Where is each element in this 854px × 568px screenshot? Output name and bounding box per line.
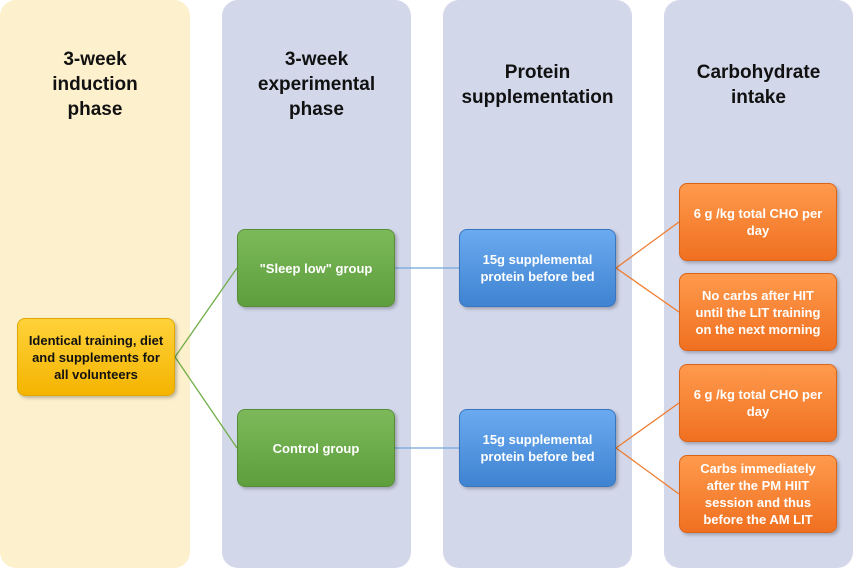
connector-induction-to-control <box>174 356 238 449</box>
protein-box-sleep-low: 15g supplemental protein before bed <box>459 229 616 307</box>
box-line: session and thus <box>704 495 812 510</box>
heading-line: induction <box>52 74 138 95</box>
box-line: No carbs after HIT <box>702 287 814 303</box>
induction-box: Identical training, diet and supplements… <box>17 318 175 396</box>
heading-line: phase <box>289 99 344 120</box>
box-line: 15g supplemental <box>482 252 593 267</box>
heading-line: 3-week <box>284 49 349 70</box>
box-line: until the LIT training <box>695 304 821 320</box>
box-line: all volunteers <box>54 366 138 382</box>
control-group-box: Control group <box>237 409 395 487</box>
induction-phase-heading: 3-week induction phase <box>0 47 190 122</box>
box-line: protein before bed <box>480 449 595 464</box>
carb-box-control-total: 6 g /kg total CHO per day <box>679 364 837 442</box>
heading-line: 3-week <box>63 49 127 70</box>
connector-protein-to-carb-timing-2 <box>615 447 680 495</box>
box-line: before the AM LIT <box>703 512 813 527</box>
sleep-low-group-box: "Sleep low" group <box>237 229 395 307</box>
box-line: 15g supplemental <box>482 432 593 447</box>
box-line: 6 g /kg total CHO per <box>693 387 823 402</box>
heading-line: supplementation <box>461 87 614 108</box>
box-line: 6 g /kg total CHO per <box>693 206 823 221</box>
carb-box-sleep-low-total: 6 g /kg total CHO per day <box>679 183 837 261</box>
heading-line: intake <box>731 87 786 108</box>
carbohydrate-intake-heading: Carbohydrate intake <box>664 60 853 110</box>
heading-line: Carbohydrate <box>696 62 821 83</box>
group-label: Control group <box>272 440 360 456</box>
box-line: Identical training, diet <box>28 332 164 348</box>
protein-box-control: 15g supplemental protein before bed <box>459 409 616 487</box>
heading-line: experimental <box>257 74 376 95</box>
box-line: and supplements for <box>32 349 160 365</box>
connector-protein-to-carb-total-1 <box>615 221 680 269</box>
group-label: "Sleep low" group <box>259 260 373 276</box>
connector-protein-to-carb-timing-1 <box>615 267 680 313</box>
connector-induction-to-sleep-low <box>174 267 238 358</box>
protein-supplementation-heading: Protein supplementation <box>443 60 632 110</box>
heading-line: Protein <box>504 62 571 83</box>
heading-line: phase <box>67 99 123 120</box>
box-line: Carbs immediately <box>700 461 816 476</box>
carb-box-control-timing: Carbs immediately after the PM HIIT sess… <box>679 455 837 533</box>
induction-phase-column <box>0 0 190 568</box>
connector-protein-to-carb-total-2 <box>615 402 680 449</box>
carb-box-sleep-low-timing: No carbs after HIT until the LIT trainin… <box>679 273 837 351</box>
box-line: protein before bed <box>480 269 595 284</box>
box-line: day <box>746 223 770 238</box>
box-line: after the PM HIIT <box>706 478 810 493</box>
experimental-phase-heading: 3-week experimental phase <box>222 47 411 122</box>
box-line: on the next morning <box>695 321 821 337</box>
box-line: day <box>746 404 770 419</box>
